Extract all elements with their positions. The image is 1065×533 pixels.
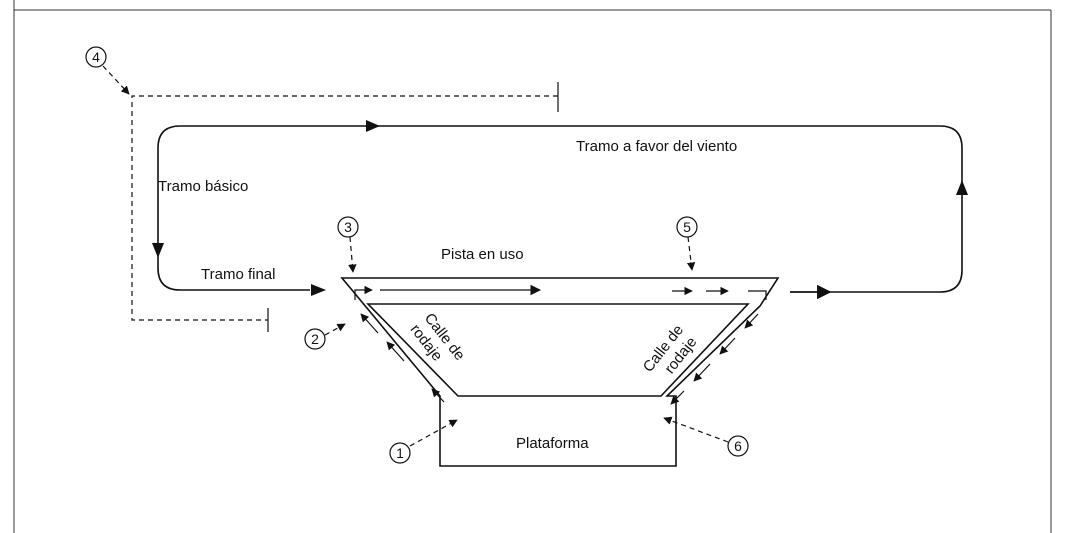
svg-text:4: 4 — [92, 49, 100, 65]
callout-6: 6 — [663, 416, 749, 457]
svg-text:2: 2 — [311, 331, 319, 347]
holding-line — [131, 82, 559, 332]
climb-out-arrow — [956, 180, 968, 195]
svg-text:6: 6 — [734, 438, 742, 454]
right-taxiway-arrows — [670, 313, 759, 405]
left-taxiway-label: Calle de rodaje — [407, 310, 468, 364]
right-taxiway-label: Calle de rodaje — [640, 322, 701, 377]
callout-5: 5 — [676, 216, 698, 271]
svg-text:5: 5 — [683, 219, 691, 235]
downwind-arrow — [366, 120, 380, 132]
traffic-circuit — [152, 120, 968, 300]
base-label: Tramo básico — [158, 178, 248, 195]
runway-arrows — [354, 284, 767, 300]
callout-3: 3 — [337, 216, 359, 273]
callout-1: 1 — [389, 419, 458, 464]
frame — [13, 0, 1052, 533]
downwind-label: Tramo a favor del viento — [576, 138, 737, 155]
apron-label: Plataforma — [516, 435, 589, 452]
svg-text:3: 3 — [344, 219, 352, 235]
callout-4: 4 — [85, 46, 130, 95]
svg-text:1: 1 — [396, 445, 404, 461]
left-taxiway-arrows — [360, 313, 445, 403]
callout-2: 2 — [304, 323, 346, 350]
base-arrow — [152, 243, 164, 258]
final-arrow — [311, 284, 326, 296]
runway-label: Pista en uso — [441, 246, 524, 263]
final-label: Tramo final — [201, 266, 275, 283]
